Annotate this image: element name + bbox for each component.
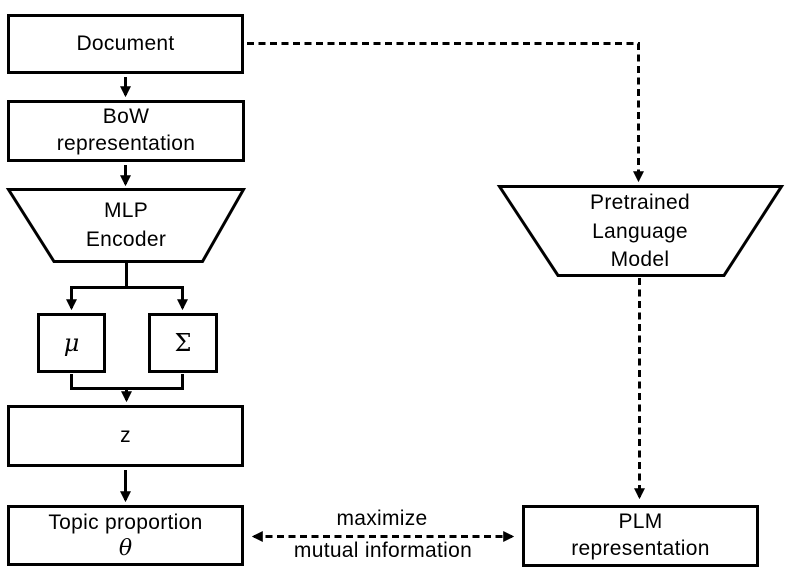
document-node: Document <box>7 14 244 74</box>
mutual-information-edge-label: mutual information <box>293 539 473 562</box>
z-node: z <box>7 405 244 467</box>
mu-label: μ <box>63 328 80 357</box>
dashed-arrow-document-to-plm <box>247 42 644 183</box>
plm-representation-node: PLM representation <box>522 505 759 567</box>
z-label: z <box>120 423 131 447</box>
theta-symbol: θ <box>118 535 133 561</box>
document-label: Document <box>76 31 175 55</box>
plm-representation-label-line1: PLM <box>618 510 663 534</box>
sigma-node: Σ <box>148 313 218 373</box>
plm-trapezoid <box>496 185 785 277</box>
maximize-edge-label: maximize <box>336 507 428 530</box>
bow-label-line1: BoW <box>102 105 150 129</box>
bow-label-line2: representation <box>56 132 196 155</box>
topic-proportion-node: Topic proportion θ <box>7 505 244 566</box>
plm-representation-label-line2: representation <box>571 537 710 560</box>
bow-representation-node: BoW representation <box>7 100 245 162</box>
mlp-encoder-trapezoid <box>5 188 247 263</box>
mu-node: μ <box>37 313 106 373</box>
sigma-label: Σ <box>174 328 192 357</box>
topic-proportion-label-line1: Topic proportion <box>48 510 203 534</box>
